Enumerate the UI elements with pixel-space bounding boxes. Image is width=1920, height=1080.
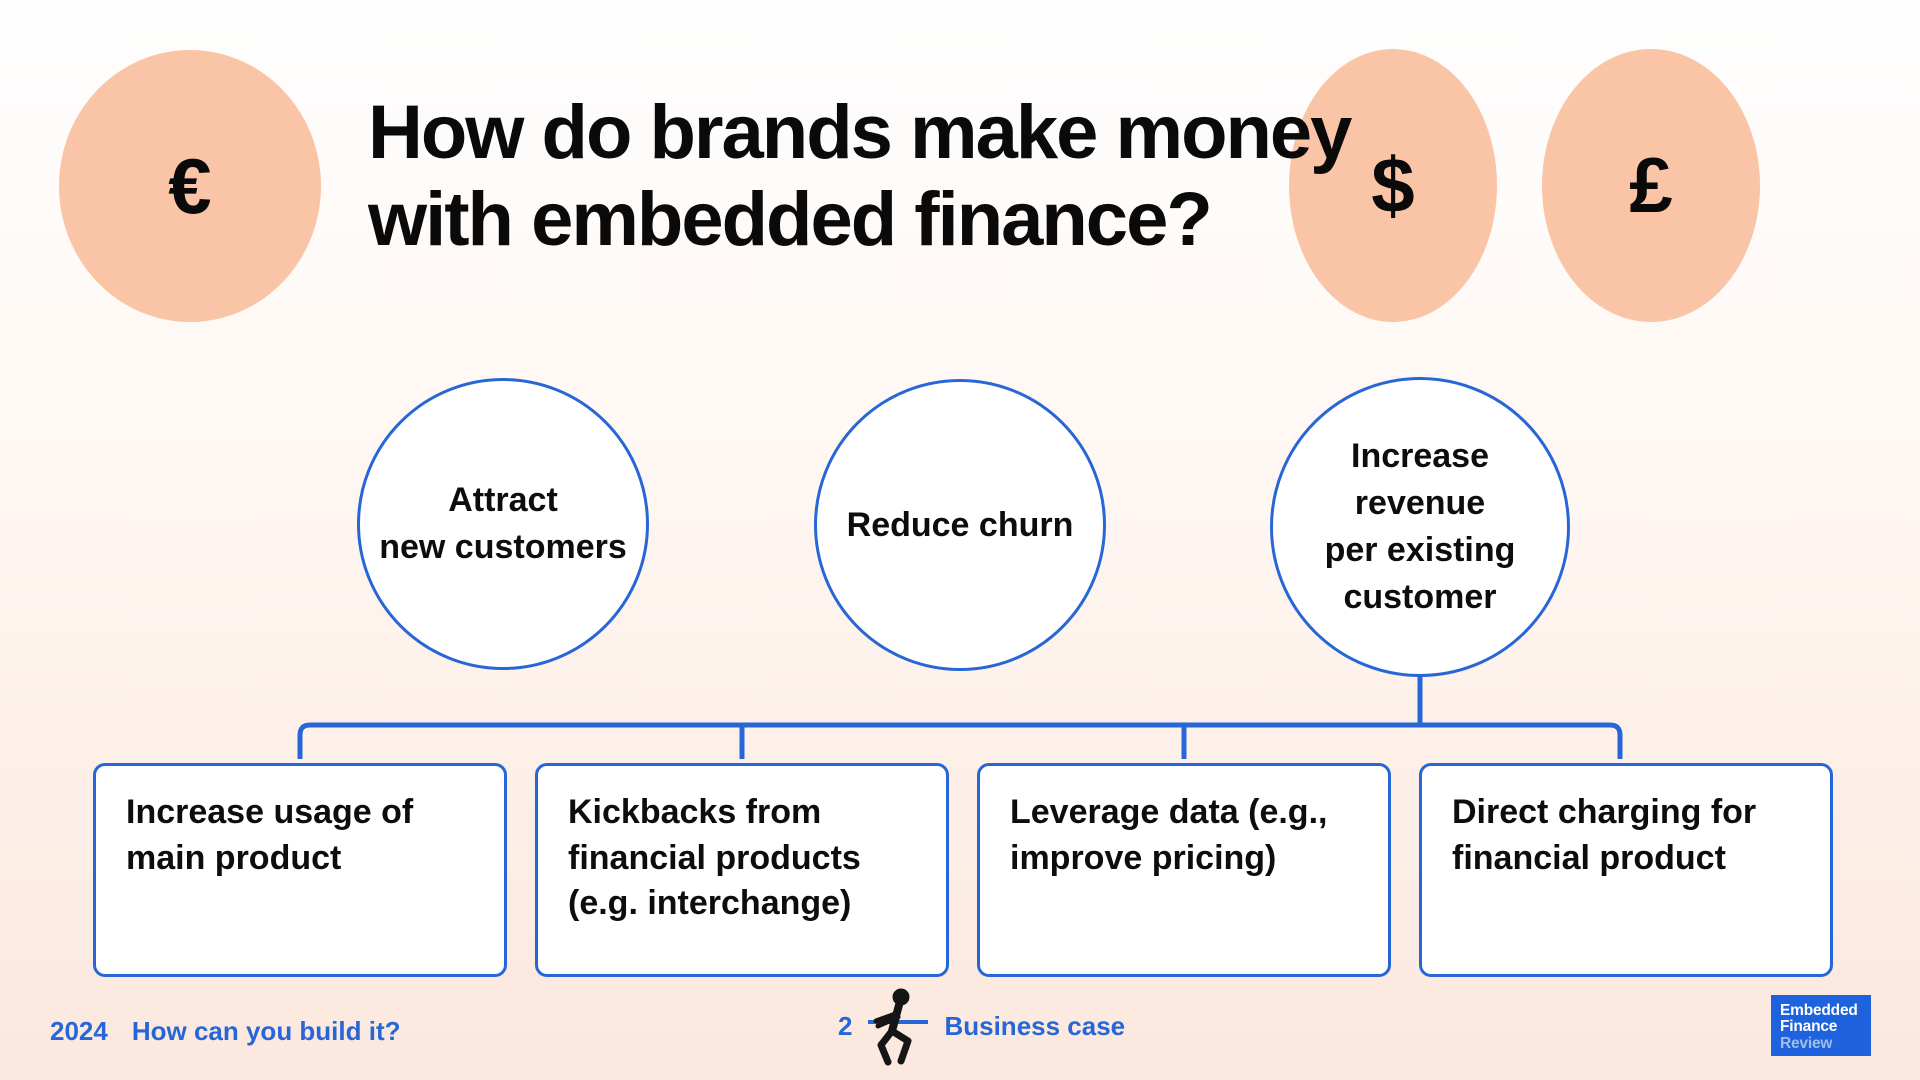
currency-circle-euro: € <box>59 50 321 322</box>
euro-icon: € <box>168 141 212 230</box>
page-number: 2 <box>838 1010 853 1041</box>
logo-line-3: Review <box>1780 1034 1833 1052</box>
currency-circle-pound: £ <box>1542 49 1760 322</box>
method-box-kickbacks: Kickbacks from financial products (e.g. … <box>535 763 949 977</box>
goal-circle-attract-new-customers: Attract new customers <box>357 378 649 670</box>
goal-circle-label: Increase revenue per existing customer <box>1324 437 1516 616</box>
goal-circle-label: Reduce churn <box>846 505 1074 544</box>
person-pulling-rope-icon <box>868 988 929 1066</box>
logo-line-1: Embedded <box>1780 1002 1858 1019</box>
currency-circle-dollar: $ <box>1289 49 1497 322</box>
goal-circle-label: Attract new customers <box>379 481 627 566</box>
footer-deck-title: How can you build it? <box>131 1016 401 1046</box>
dollar-icon: $ <box>1371 141 1415 229</box>
method-box-direct-charging: Direct charging for financial product <box>1419 763 1833 977</box>
footer-left: 2024 How can you build it? <box>50 1016 401 1047</box>
footer-year: 2024 <box>50 1016 108 1046</box>
footer-center: 2 Business case <box>838 986 1125 1066</box>
goal-circle-increase-revenue: Increase revenue per existing customer <box>1270 377 1570 677</box>
connector-horizontal-bar <box>297 722 1623 759</box>
method-box-leverage-data: Leverage data (e.g., improve pricing) <box>977 763 1391 977</box>
footer-section-label: Business case <box>944 1010 1126 1041</box>
slide-title: How do brands make money with embedded f… <box>368 90 1352 262</box>
logo-line-2: Finance <box>1780 1018 1838 1036</box>
method-box-increase-usage: Increase usage of main product <box>93 763 507 977</box>
pound-icon: £ <box>1629 141 1673 229</box>
goal-circle-reduce-churn: Reduce churn <box>814 379 1106 671</box>
embedded-finance-review-logo: Embedded Finance Review <box>1771 995 1871 1056</box>
